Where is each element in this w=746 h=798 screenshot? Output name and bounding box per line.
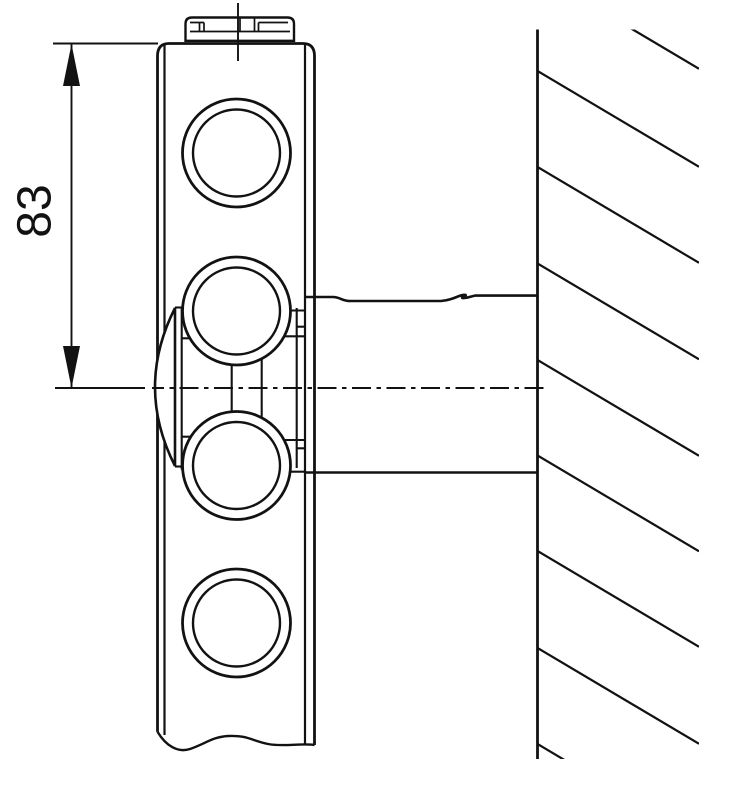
wall-arm [305,293,538,474]
rung-circle-1 [181,97,292,209]
dimension-83: 83 [9,42,158,389]
bar-bottom-break-line [156,731,315,752]
cap-nut [184,16,296,42]
rung-circle-2 [181,255,292,367]
dimension-label: 83 [9,184,62,237]
rung-circles [181,97,292,679]
rung-circle-4 [181,567,292,679]
bar-outer-contour [156,42,316,745]
cap-knurl-lines [190,18,290,33]
dimension-arrow-down [63,346,80,388]
clamp-front-lens [153,307,177,467]
arm-top-edge [305,293,538,303]
wall-hatching [537,29,699,759]
dimension-arrow-up [63,44,80,86]
rung-circle-3 [181,410,292,521]
